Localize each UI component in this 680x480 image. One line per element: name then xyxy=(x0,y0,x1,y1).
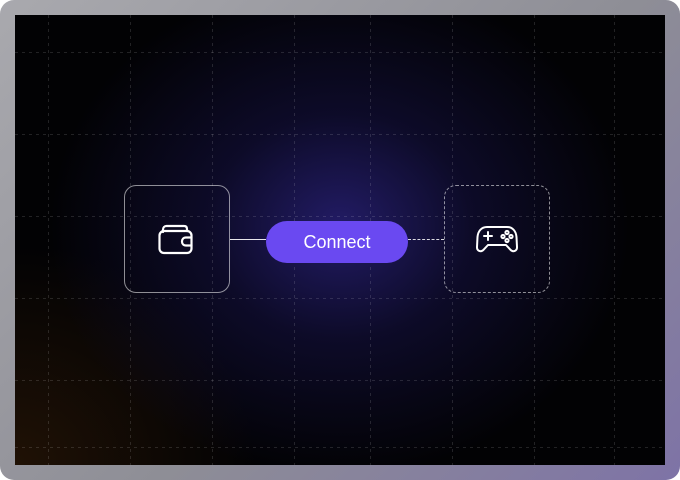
connect-button[interactable]: Connect xyxy=(266,221,408,263)
wallet-icon xyxy=(158,224,193,255)
game-node xyxy=(444,185,550,293)
gamepad-icon xyxy=(476,226,518,253)
wallet-node xyxy=(124,185,230,293)
pending-connection-line xyxy=(408,239,444,240)
connection-line xyxy=(230,239,266,240)
connect-illustration-panel: Connect xyxy=(15,15,665,465)
